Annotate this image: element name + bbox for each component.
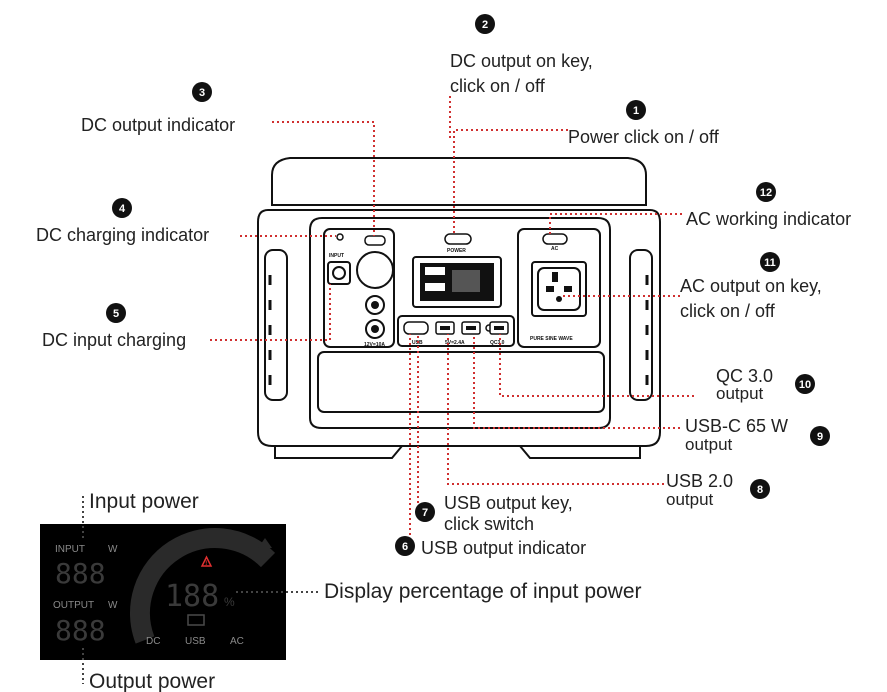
callout-10: 10 QC 3.0 output [716, 366, 815, 403]
callout-6-number: 6 [402, 541, 408, 553]
side-grip-ribs [268, 275, 649, 385]
usb-output-key[interactable] [403, 321, 429, 335]
lcd-percent-sign: % [224, 595, 235, 609]
callout-11-number: 11 [764, 257, 776, 269]
lcd-display: ! INPUT W 888 OUTPUT W 888 188 % DC USB … [40, 524, 286, 660]
callout-5: 5 DC input charging [42, 303, 186, 350]
callout-7-line-2: click switch [444, 514, 534, 534]
leader-10 [499, 334, 694, 397]
callout-6-line-1: USB output indicator [421, 538, 586, 558]
callout-5-line-1: DC input charging [42, 330, 186, 350]
callout-10-number: 10 [799, 379, 811, 391]
callout-7-line-1: USB output key, [444, 493, 573, 513]
power-station-illustration: INPUT 12V=10A POWER USB 5V=2.4A QC3.0 A [257, 157, 661, 459]
lcd-center-digits: 188 [165, 579, 219, 614]
dc-charging-led [336, 233, 344, 241]
callout-2-line-1: DC output on key, [450, 51, 593, 71]
callout-2-line-2: click on / off [450, 76, 546, 96]
ac-rating-label: PURE SINE WAVE [530, 336, 573, 342]
callout-11: 11 AC output on key, click on / off [680, 252, 822, 321]
leader-9 [473, 334, 680, 429]
callout-2: 2 DC output on key, click on / off [450, 14, 593, 96]
dc-rating-label: 12V=10A [364, 342, 385, 348]
callout-10-line-1: QC 3.0 [716, 366, 773, 386]
callout-9: 9 USB-C 65 W output [685, 416, 830, 454]
power-key[interactable] [444, 233, 472, 245]
callout-4-number: 4 [119, 203, 126, 215]
callout-2-number: 2 [482, 19, 488, 31]
dc-output-port-2 [365, 319, 385, 339]
leader-3 [272, 121, 375, 236]
warning-icon [200, 555, 213, 567]
callout-3-line-1: DC output indicator [81, 115, 235, 135]
lcd-input-unit: W [108, 544, 118, 555]
leader-lines [210, 96, 694, 540]
leader-8 [447, 334, 664, 485]
car-outlet [356, 251, 394, 289]
callout-4: 4 DC charging indicator [36, 198, 209, 245]
lcd-output-digits: 888 [55, 614, 106, 647]
dc-input-port[interactable] [332, 266, 346, 280]
lcd-output-unit: W [108, 600, 118, 611]
input-port-label: INPUT [329, 253, 344, 259]
ac-socket [531, 261, 587, 317]
callout-8-line-2: output [666, 490, 714, 509]
lcd-mode-dc: DC [146, 636, 160, 647]
lcd-mode-ac: AC [230, 636, 244, 647]
dc-output-key[interactable] [364, 235, 386, 246]
ac-output-key[interactable] [542, 233, 568, 245]
callout-12-number: 12 [760, 187, 772, 199]
ac-key-label: AC [551, 246, 559, 252]
callout-7: 7 USB output key, click switch [415, 493, 573, 534]
callout-1-number: 1 [633, 105, 639, 117]
callout-10-line-2: output [716, 384, 764, 403]
leader-12 [549, 213, 682, 234]
callout-12-line-1: AC working indicator [686, 209, 851, 229]
label-display-percentage: Display percentage of input power [324, 580, 642, 603]
callout-12: 12 AC working indicator [686, 182, 851, 229]
svg-text:!: ! [205, 561, 207, 567]
lcd-output-label: OUTPUT [53, 600, 94, 611]
dc-output-port-1 [365, 295, 385, 315]
usb-rating-label: 5V=2.4A [445, 340, 465, 346]
callout-8-number: 8 [757, 484, 763, 496]
callout-8: 8 USB 2.0 output [666, 471, 770, 509]
callout-9-line-1: USB-C 65 W [685, 416, 788, 436]
lcd-input-digits: 888 [55, 557, 106, 590]
lcd-gauge-arc [130, 528, 276, 644]
callout-9-number: 9 [817, 431, 823, 443]
callout-4-line-1: DC charging indicator [36, 225, 209, 245]
callout-1-line-1: Power click on / off [568, 127, 720, 147]
callout-8-line-1: USB 2.0 [666, 471, 733, 491]
callout-7-number: 7 [422, 507, 428, 519]
callout-1: 1 Power click on / off [568, 100, 720, 147]
callout-5-number: 5 [113, 308, 119, 320]
label-output-power: Output power [89, 670, 215, 692]
callout-6: 6 USB output indicator [395, 536, 586, 558]
lcd-input-label: INPUT [55, 544, 85, 555]
battery-icon [187, 614, 205, 626]
callout-11-line-2: click on / off [680, 301, 776, 321]
callout-9-line-2: output [685, 435, 733, 454]
callout-11-line-1: AC output on key, [680, 276, 822, 296]
callout-3: 3 DC output indicator [81, 82, 235, 135]
qc-label: QC3.0 [490, 340, 505, 346]
leader-5 [210, 284, 331, 341]
lcd-mode-usb: USB [185, 636, 206, 647]
power-key-label: POWER [447, 248, 466, 254]
callout-3-number: 3 [199, 87, 205, 99]
label-input-power: Input power [89, 490, 199, 513]
